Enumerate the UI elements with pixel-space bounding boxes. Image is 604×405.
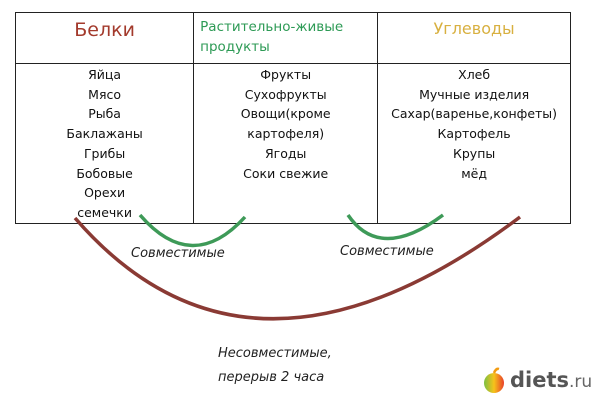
list-item: Мясо [88,86,121,102]
apple-icon [484,367,504,393]
logo-name: diets [510,368,570,392]
list-item: картофеля) [247,126,325,142]
compatible-curve-1 [138,213,247,248]
header-proteins: Белки [14,12,195,64]
incompatible-curve [73,215,522,321]
list-item: Грибы [83,145,126,161]
header-plant-foods: Растительно-живые продукты [193,12,379,64]
list-item: Бобовые [76,165,133,181]
list-item: Сахар(варенье,конфеты) [391,106,558,122]
list-item: Хлеб [458,67,491,82]
list-item: Овощи(кроме [240,106,331,122]
food-table: Белки Растительно-живые продукты Углевод… [14,12,571,224]
incompatible-label: Несовместимые, [218,346,332,361]
compatible-curve-2 [346,213,445,241]
list-item: Мучные изделия [419,86,530,102]
list-item: Фрукты [260,67,312,82]
list-item: семечки [77,204,132,220]
logo-tld: .ru [569,372,593,392]
list-item: Картофель [437,126,511,142]
diets-logo: diets.ru [482,366,592,394]
list-item: Соки свежие [243,165,329,181]
list-item: Ягоды [264,145,307,161]
list-item: Баклажаны [66,126,143,142]
list-item: Орехи [84,185,126,201]
list-item: мёд [461,165,487,181]
header-carbs: Углеводы [377,12,571,64]
list-item: Сухофрукты [244,86,327,102]
list-item: Крупы [452,145,496,161]
compatible-label-2: Совместимые [340,244,434,259]
compatible-label-1: Совместимые [131,246,225,261]
list-item: Рыба [88,106,121,122]
break-label: перерыв 2 часа [218,370,325,385]
list-item: Яйца [88,67,122,82]
